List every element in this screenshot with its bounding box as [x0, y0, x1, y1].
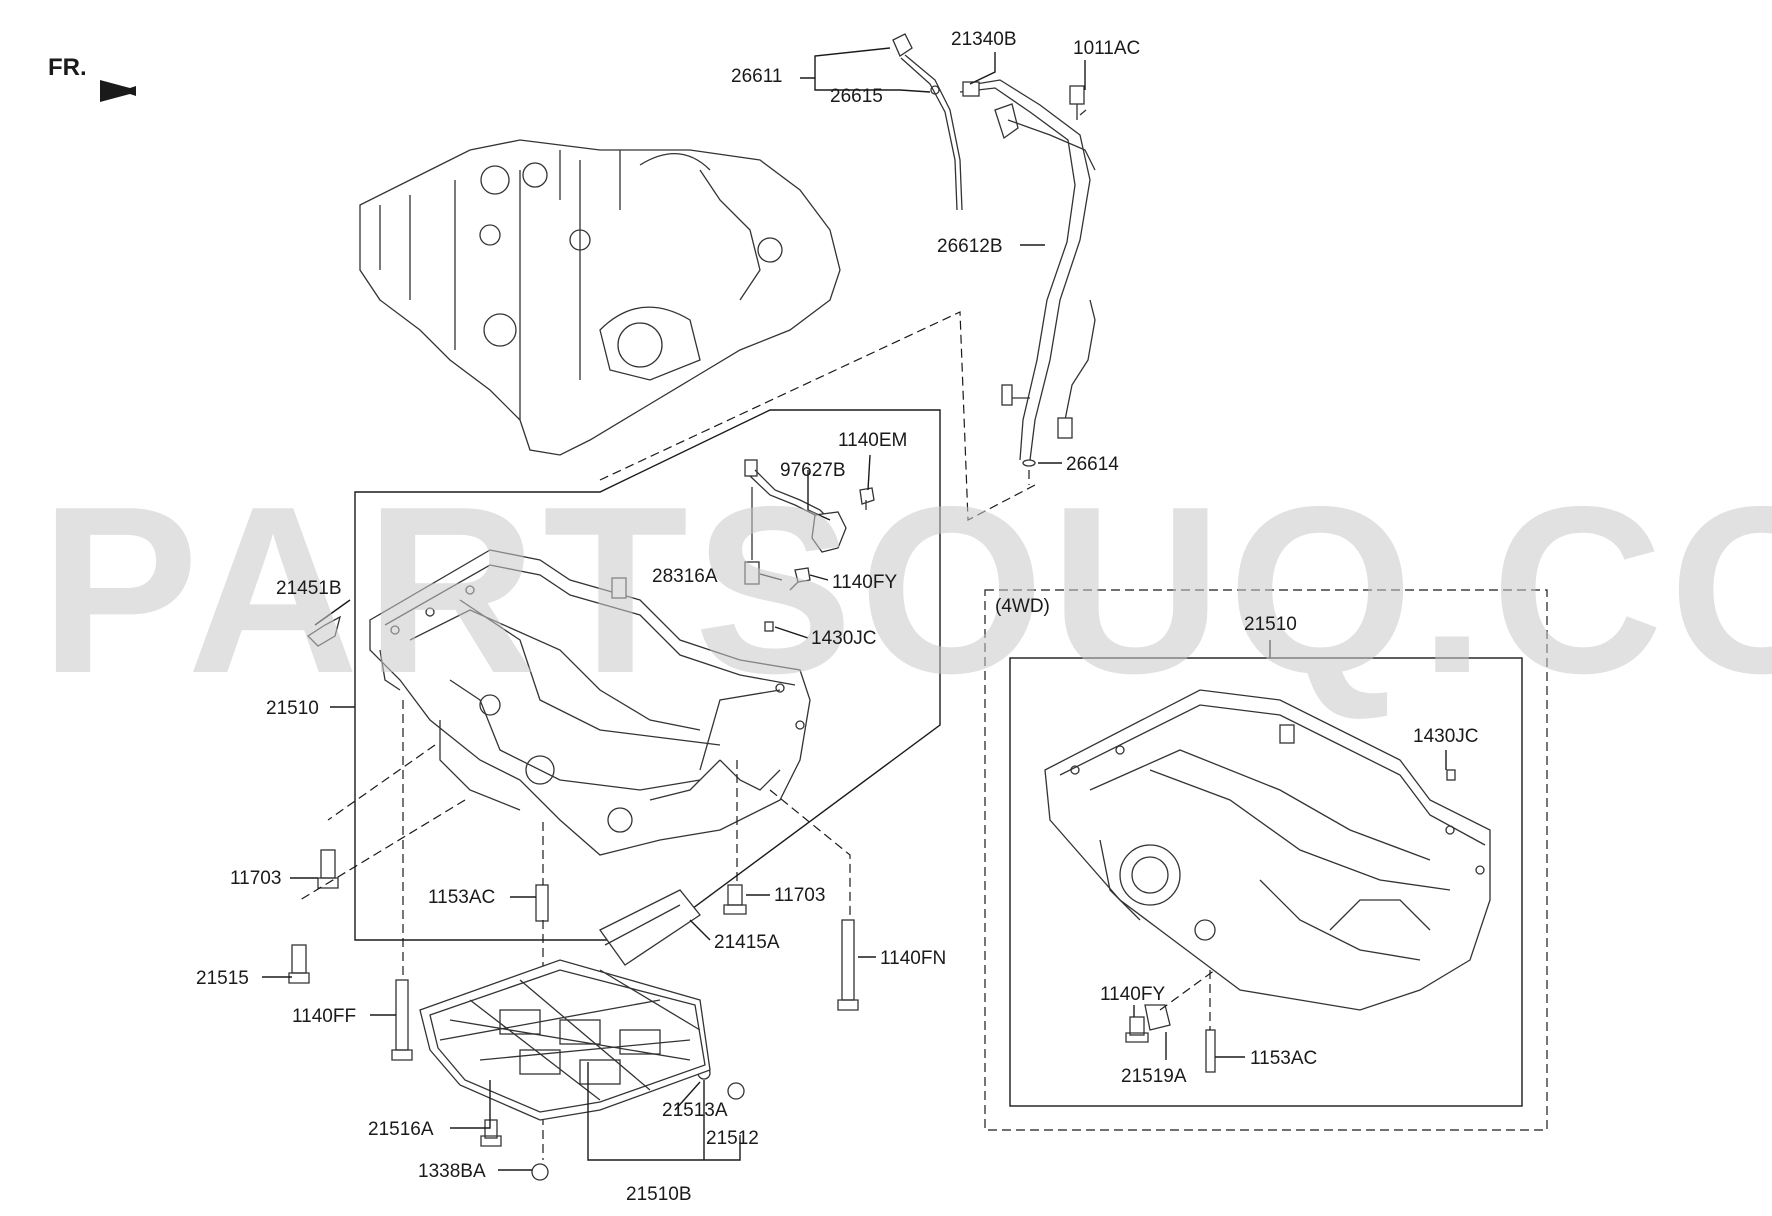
label-1140FY: 1140FY — [832, 572, 897, 593]
label-4wd-21519A: 21519A — [1121, 1066, 1187, 1087]
label-4wd-1430JC: 1430JC — [1413, 726, 1479, 747]
lower-oil-pan-illustration — [419, 959, 711, 1121]
label-28316A: 28316A — [652, 566, 718, 587]
label-21340B: 21340B — [951, 29, 1017, 50]
main-oil-pan-box — [354, 409, 941, 941]
label-1140FN: 1140FN — [880, 948, 946, 969]
label-21415A: 21415A — [714, 932, 780, 953]
box-4wd-dashed — [984, 589, 1548, 1131]
box-4wd-inner — [1009, 657, 1523, 1107]
label-1011AC: 1011AC — [1073, 38, 1140, 59]
4wd-oil-pan-illustration — [1044, 689, 1491, 1011]
label-1430JC: 1430JC — [811, 628, 877, 649]
watermark-text: PARTSOUQ.COM — [40, 458, 1772, 723]
label-1153AC: 1153AC — [428, 887, 495, 908]
label-21512: 21512 — [706, 1128, 759, 1149]
label-21451B: 21451B — [276, 578, 342, 599]
label-21510B: 21510B — [626, 1184, 692, 1205]
label-11703-right: 11703 — [774, 885, 825, 906]
label-1338BA: 1338BA — [418, 1161, 486, 1182]
sensor-parts — [306, 459, 875, 647]
label-26614: 26614 — [1066, 454, 1119, 475]
label-26611: 26611 — [731, 66, 782, 87]
label-26612B: 26612B — [937, 236, 1003, 257]
engine-block-illustration — [359, 139, 841, 456]
label-26615: 26615 — [830, 86, 883, 107]
label-21510: 21510 — [266, 698, 319, 719]
label-4wd-1153AC: 1153AC — [1250, 1048, 1317, 1069]
label-4wd-group: (4WD) — [995, 596, 1050, 617]
leader-lines — [262, 47, 1447, 1171]
small-parts — [288, 849, 859, 1181]
label-21513A: 21513A — [662, 1100, 728, 1121]
label-21516A: 21516A — [368, 1119, 434, 1140]
label-1140EM: 1140EM — [838, 430, 907, 451]
dash-line-top — [599, 311, 1036, 521]
4wd-small-parts — [1125, 969, 1216, 1073]
direction-label: FR. — [48, 54, 87, 81]
label-11703-left: 11703 — [230, 868, 281, 889]
label-97627B: 97627B — [780, 460, 846, 481]
label-4wd-21510: 21510 — [1244, 614, 1297, 635]
upper-oil-pan-illustration — [369, 549, 811, 856]
label-1140FF: 1140FF — [292, 1006, 356, 1027]
label-21515: 21515 — [196, 968, 249, 989]
front-arrow-icon — [100, 80, 136, 102]
dipstick-assembly — [892, 33, 1096, 467]
label-4wd-1140FY: 1140FY — [1100, 984, 1165, 1005]
